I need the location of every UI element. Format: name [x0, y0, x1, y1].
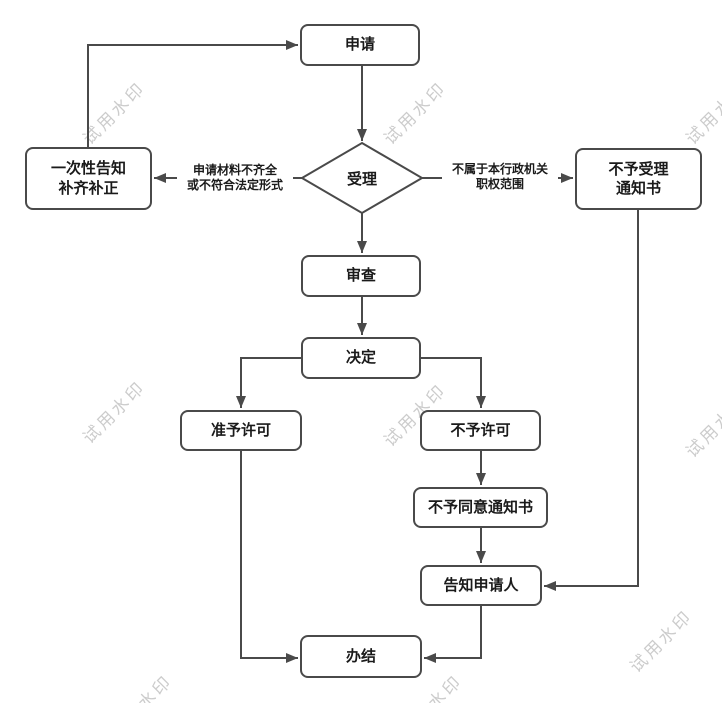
node-complete: 办结 — [300, 635, 422, 678]
node-apply: 申请 — [300, 24, 420, 66]
edge-label-materials-incomplete: 申请材料不齐全 或不符合法定形式 — [177, 163, 293, 193]
edge-decision-to-deny — [421, 357, 486, 408]
node-inform-applicant: 告知申请人 — [420, 565, 542, 606]
node-one-time-notice: 一次性告知 补齐补正 — [25, 147, 152, 210]
node-decision: 决定 — [301, 337, 421, 379]
node-disagree-notice: 不予同意通知书 — [413, 487, 548, 528]
node-review: 审查 — [301, 255, 421, 297]
edge-inform-to-complete — [424, 606, 482, 663]
edge-grant-to-complete — [240, 451, 298, 663]
edge-onetime-to-apply — [87, 40, 298, 147]
edge-decision-to-grant — [236, 357, 301, 408]
edge-label-out-of-scope: 不属于本行政机关 职权范围 — [442, 162, 558, 192]
node-grant: 准予许可 — [180, 410, 302, 451]
node-reject-notice: 不予受理 通知书 — [575, 148, 702, 210]
edge-rejectnotice-to-inform — [544, 210, 639, 591]
node-deny: 不予许可 — [420, 410, 541, 451]
node-accept: 受理 — [346, 170, 377, 188]
accept-diamond-shape — [300, 141, 424, 215]
